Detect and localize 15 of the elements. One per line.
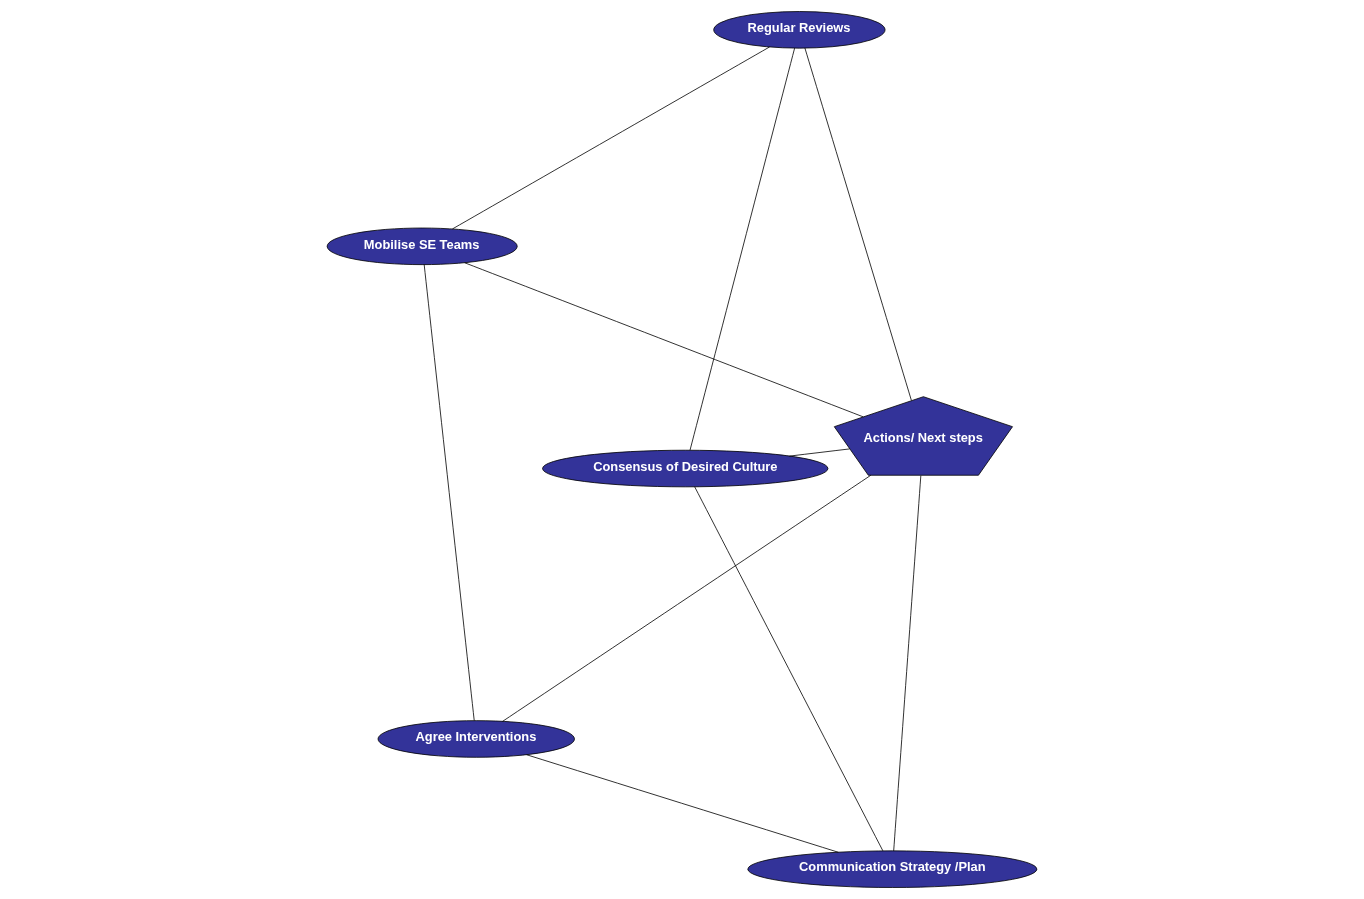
- connector: [804, 47, 912, 401]
- connector: [694, 486, 884, 852]
- node-ellipse: Communication Strategy /Plan: [747, 850, 1038, 888]
- connector: [464, 262, 864, 418]
- connector: [452, 46, 770, 230]
- connector: [423, 264, 475, 721]
- connector: [893, 475, 922, 852]
- connector: [789, 448, 851, 457]
- node-ellipse: Agree Interventions: [377, 720, 575, 758]
- node-ellipse: Consensus of Desired Culture: [542, 449, 829, 488]
- node-ellipse: Mobilise SE Teams: [326, 227, 518, 266]
- connector: [502, 474, 872, 722]
- connector: [689, 47, 796, 451]
- connector: [526, 754, 839, 853]
- node-ellipse: Regular Reviews: [713, 11, 886, 49]
